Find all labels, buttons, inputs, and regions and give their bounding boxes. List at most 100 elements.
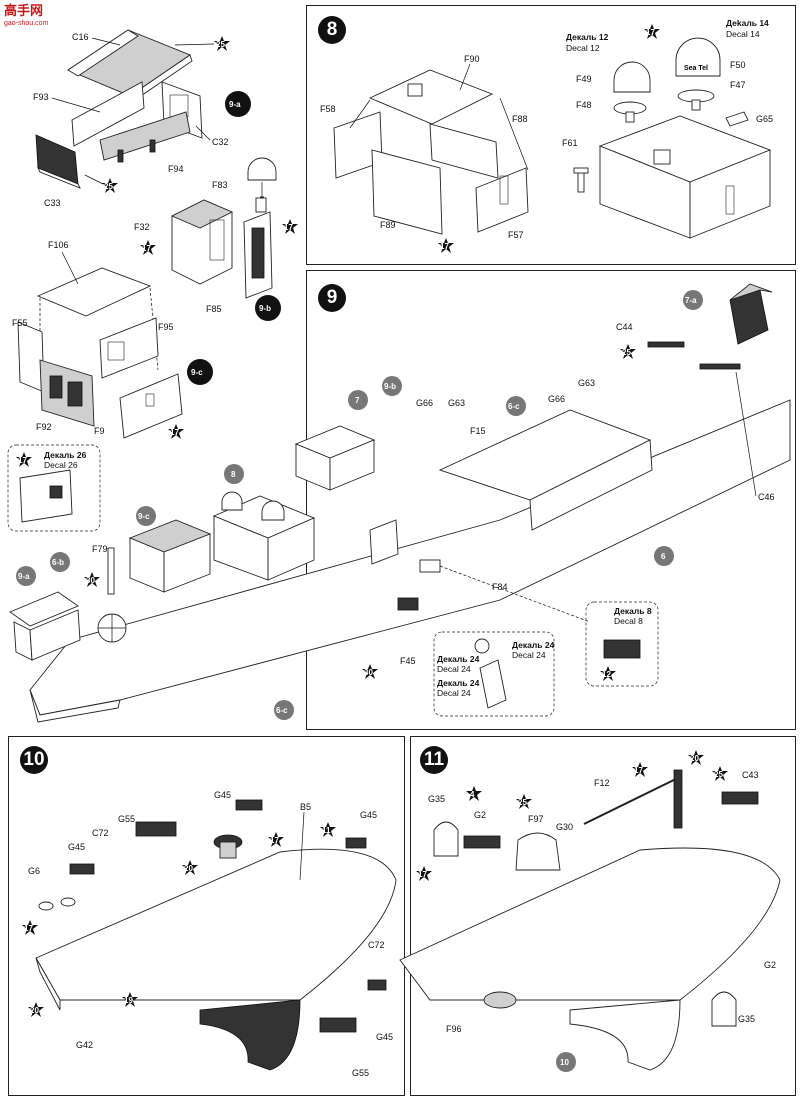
- radome-f83: [247, 157, 277, 181]
- star-number-4: 4: [470, 790, 475, 799]
- vent-g35: [433, 821, 737, 1027]
- star-number-19: 19: [124, 996, 133, 1005]
- part-label-g45-a: G45: [214, 790, 231, 800]
- step-number-9: 9: [318, 284, 346, 312]
- star-number-20c: 20: [690, 754, 699, 763]
- mast-f79: [107, 547, 115, 595]
- part-label-f58: F58: [320, 104, 336, 114]
- part-label-f49: F49: [576, 74, 592, 84]
- decal-8-label-en: Decal 8: [614, 616, 643, 626]
- part-label-c46: C46: [758, 492, 775, 502]
- decal-26-label-en: Decal 26: [44, 460, 78, 470]
- part-f61: [573, 167, 589, 193]
- decal-8-label-ru: Декаль 8: [614, 606, 652, 616]
- part-label-g66-left: G66: [416, 398, 433, 408]
- wall-f92: [39, 359, 95, 427]
- decal-14-label-en: Decal 14: [726, 29, 760, 39]
- part-label-g2-a: G2: [474, 810, 486, 820]
- part-label-g63-right: G63: [578, 378, 595, 388]
- part-label-f95: F95: [158, 322, 174, 332]
- hull-deck: [29, 399, 791, 723]
- part-label-f45: F45: [400, 656, 416, 666]
- funnel-7a: [729, 283, 773, 345]
- wall-f93: [71, 81, 145, 147]
- cabin-8-on-deck: [212, 491, 316, 581]
- badge-7-ref-label: 7: [355, 396, 360, 405]
- badge-6b-ref: [50, 552, 70, 572]
- part-g65: [725, 111, 749, 127]
- bitts-c43: [721, 791, 759, 805]
- part-label-f57: F57: [508, 230, 524, 240]
- hull-bow-10: [35, 848, 397, 1071]
- part-label-g45-c: G45: [68, 842, 85, 852]
- part-f45: [397, 597, 419, 611]
- decal-14-label-ru: Деkaль 14: [726, 18, 769, 28]
- roof-c16: [67, 29, 193, 103]
- part-label-c72-a: C72: [92, 828, 109, 838]
- part-label-g45-d: G45: [376, 1032, 393, 1042]
- part-label-f97: F97: [528, 814, 544, 824]
- star-number-25b: 25: [104, 182, 113, 191]
- cabin-9c-on-deck: [128, 519, 212, 593]
- part-label-f50: F50: [730, 60, 746, 70]
- part-label-g2-b: G2: [764, 960, 776, 970]
- badge-6-ref: [654, 546, 674, 566]
- badge-10-ref: [556, 1052, 576, 1072]
- antenna-9b-on-deck: [369, 519, 399, 565]
- star-number-17e: 17: [440, 242, 449, 251]
- decal-24-label-ru-c: Декаль 24: [437, 678, 480, 688]
- decal-24-label-ru-a: Декаль 24: [512, 640, 555, 650]
- part-label-c43: C43: [742, 770, 759, 780]
- sub-assembly-9a: [9, 591, 81, 661]
- part-label-f9: F9: [94, 426, 105, 436]
- badge-9c-ref: [136, 506, 156, 526]
- base-f48: [613, 101, 647, 123]
- part-label-g55-b: G55: [352, 1068, 369, 1078]
- part-label-f15: F15: [470, 426, 486, 436]
- decal-12-label-en: Decal 12: [566, 43, 600, 53]
- part-label-g42: G42: [76, 1040, 93, 1050]
- star-number-12: 12: [602, 670, 611, 679]
- badge-6b-ref-label: 6-b: [52, 558, 64, 567]
- star-number-30: 30: [86, 576, 95, 585]
- railing-c44: [647, 341, 685, 348]
- wall-f57: [475, 167, 529, 233]
- badge-9a-ref-label: 9-a: [18, 572, 30, 581]
- part-label-g30: G30: [556, 822, 573, 832]
- bridge-7-on-deck: [294, 425, 376, 491]
- cabinet-f32: [170, 199, 234, 285]
- badge-7a-ref-label: 7-a: [685, 296, 697, 305]
- davit-f12: [583, 769, 683, 829]
- star-number-17i: 17: [418, 870, 427, 879]
- hull-bow-11: [399, 847, 781, 1071]
- part-label-g65: G65: [756, 114, 773, 124]
- badge-9b-label: 9-b: [259, 304, 271, 313]
- part-label-f47: F47: [730, 80, 746, 90]
- part-label-c44: C44: [616, 322, 633, 332]
- star-number-17b: 17: [284, 223, 293, 232]
- decal-12-label-ru: Декаль 12: [566, 32, 609, 42]
- badge-7a-ref: [683, 290, 703, 310]
- star-number-17h: 17: [24, 924, 33, 933]
- part-label-g35-b: G35: [738, 1014, 755, 1024]
- star-number-17d: 17: [18, 456, 27, 465]
- radome-f50: Sea Tel: [675, 37, 721, 77]
- badge-6c-ref2-label: 6-c: [276, 706, 288, 715]
- badge-9b: [255, 295, 281, 321]
- wall-f89: [371, 149, 443, 235]
- badge-6c-ref2: [274, 700, 294, 720]
- star-number-17: 17: [142, 244, 151, 253]
- wall-c33: [35, 134, 81, 189]
- badge-8-ref: [224, 464, 244, 484]
- part-label-f89: F89: [380, 220, 396, 230]
- star-number-17g: 17: [270, 836, 279, 845]
- star-number-17f: 17: [646, 28, 655, 37]
- roof-f106: [36, 267, 152, 317]
- decal-24-label-en-b: Decal 24: [437, 664, 471, 674]
- badge-6-ref-label: 6: [661, 552, 666, 561]
- part-label-f92: F92: [36, 422, 52, 432]
- part-label-f96: F96: [446, 1024, 462, 1034]
- railing-c46: [699, 363, 741, 370]
